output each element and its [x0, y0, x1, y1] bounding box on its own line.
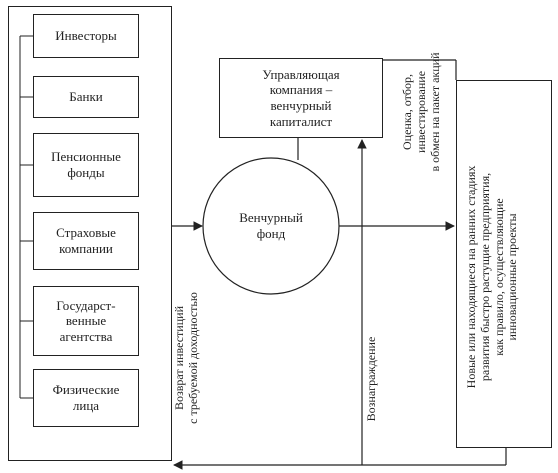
investors-box: Инвесторы — [33, 14, 139, 58]
individuals-label: Физические лица — [52, 382, 120, 413]
banks-box: Банки — [33, 76, 139, 118]
investors-group-frame — [8, 6, 172, 461]
individuals-box: Физические лица — [33, 369, 139, 427]
government-agencies-label: Государст- венные агентства — [56, 297, 116, 344]
management-company-box: Управляющая компания – венчурный капитал… — [219, 58, 383, 138]
government-agencies-box: Государст- венные агентства — [33, 286, 139, 356]
pension-funds-box: Пенсионные фонды — [33, 133, 139, 197]
pension-funds-label: Пенсионные фонды — [51, 149, 121, 180]
return-flow-label: Возврат инвестиций с требуемой доходност… — [172, 292, 200, 424]
management-company-label: Управляющая компания – венчурный капитал… — [262, 66, 340, 129]
reward-flow-label: Вознаграждение — [364, 336, 378, 422]
venture-fund-label: Венчурный фонд — [239, 210, 303, 241]
insurance-companies-label: Страховые компании — [56, 225, 116, 256]
evaluation-flow-label: Оценка, отбор, инвестирование в обмен на… — [400, 52, 442, 172]
enterprises-label: Новые или находящиеся на ранних стадиях … — [464, 165, 520, 389]
insurance-companies-box: Страховые компании — [33, 212, 139, 270]
enterprises-box — [456, 80, 552, 448]
source-connectors — [19, 35, 33, 399]
banks-label: Банки — [69, 89, 103, 105]
investors-label: Инвесторы — [55, 28, 117, 44]
